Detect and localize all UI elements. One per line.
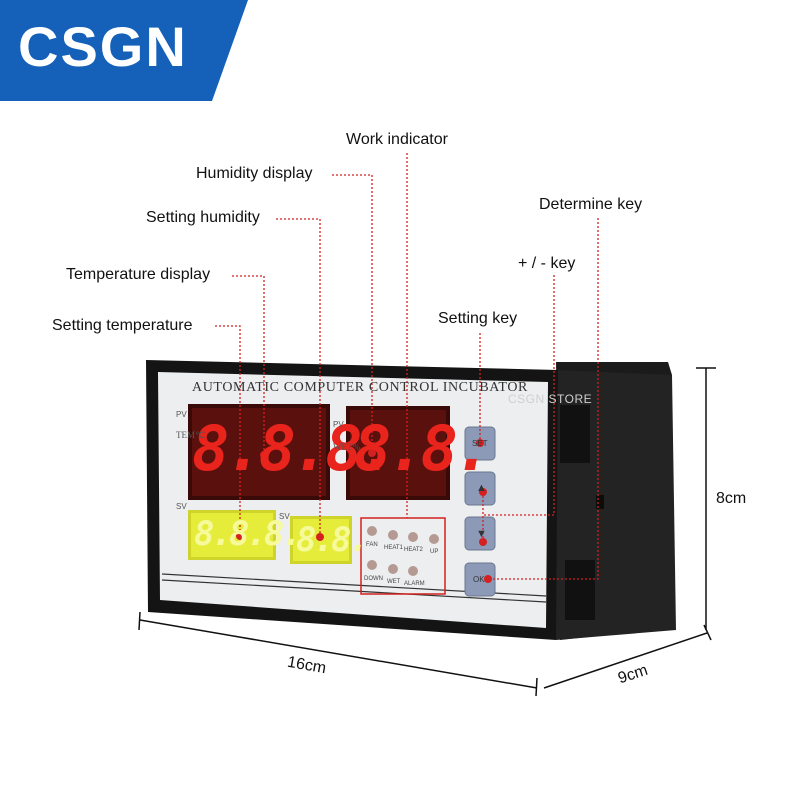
- temperature-pv-digits: 8.8.8.: [192, 412, 396, 485]
- label-temperature-display: Temperature display: [66, 266, 211, 283]
- panel-title: AUTOMATIC COMPUTER CONTROL INCUBATOR: [192, 380, 528, 395]
- led-label-heat1: HEAT1: [384, 545, 403, 551]
- label-setting-key: Setting key: [438, 310, 518, 327]
- led-label-heat2: HEAT2: [404, 547, 423, 553]
- temperature-sv-label: SV: [176, 502, 187, 511]
- label-setting-humidity: Setting humidity: [146, 209, 260, 226]
- humidity-pv-label: PV: [333, 420, 344, 429]
- led-label-fan: FAN: [366, 542, 378, 548]
- label-work-indicator: Work indicator: [346, 131, 448, 148]
- label-determine-key: Determine key: [539, 196, 643, 213]
- humidity-sv-label: SV: [279, 512, 290, 521]
- ok-button[interactable]: OK: [473, 575, 485, 584]
- temperature-sv-digits: 8.8.8.: [194, 514, 302, 554]
- label-plus-minus-key: + / - key: [518, 255, 576, 272]
- temperature-unit-label: TEM℃: [176, 428, 205, 442]
- up-button[interactable]: ▲: [476, 482, 487, 494]
- down-button[interactable]: ▼: [476, 528, 487, 540]
- humidity-pv-digits: 8.8.: [354, 412, 491, 485]
- humidity-sv-digits: 8.8.: [296, 520, 369, 560]
- brand-banner: [0, 0, 248, 101]
- label-humidity-display: Humidity display: [196, 165, 313, 182]
- led-label-up: UP: [430, 549, 439, 555]
- brand-logo-text: CSGN: [18, 15, 188, 78]
- watermark: CSGN STORE: [508, 392, 593, 406]
- led-label-wet: WET: [387, 579, 401, 585]
- led-label-down: DOWN: [364, 576, 383, 582]
- set-button[interactable]: SET: [472, 439, 488, 448]
- humidity-unit-label: WET%: [333, 440, 360, 454]
- led-label-alarm: ALARM: [404, 581, 425, 587]
- label-setting-temperature: Setting temperature: [52, 317, 193, 334]
- dimension-height: 8cm: [716, 490, 747, 507]
- temperature-pv-label: PV: [176, 410, 187, 419]
